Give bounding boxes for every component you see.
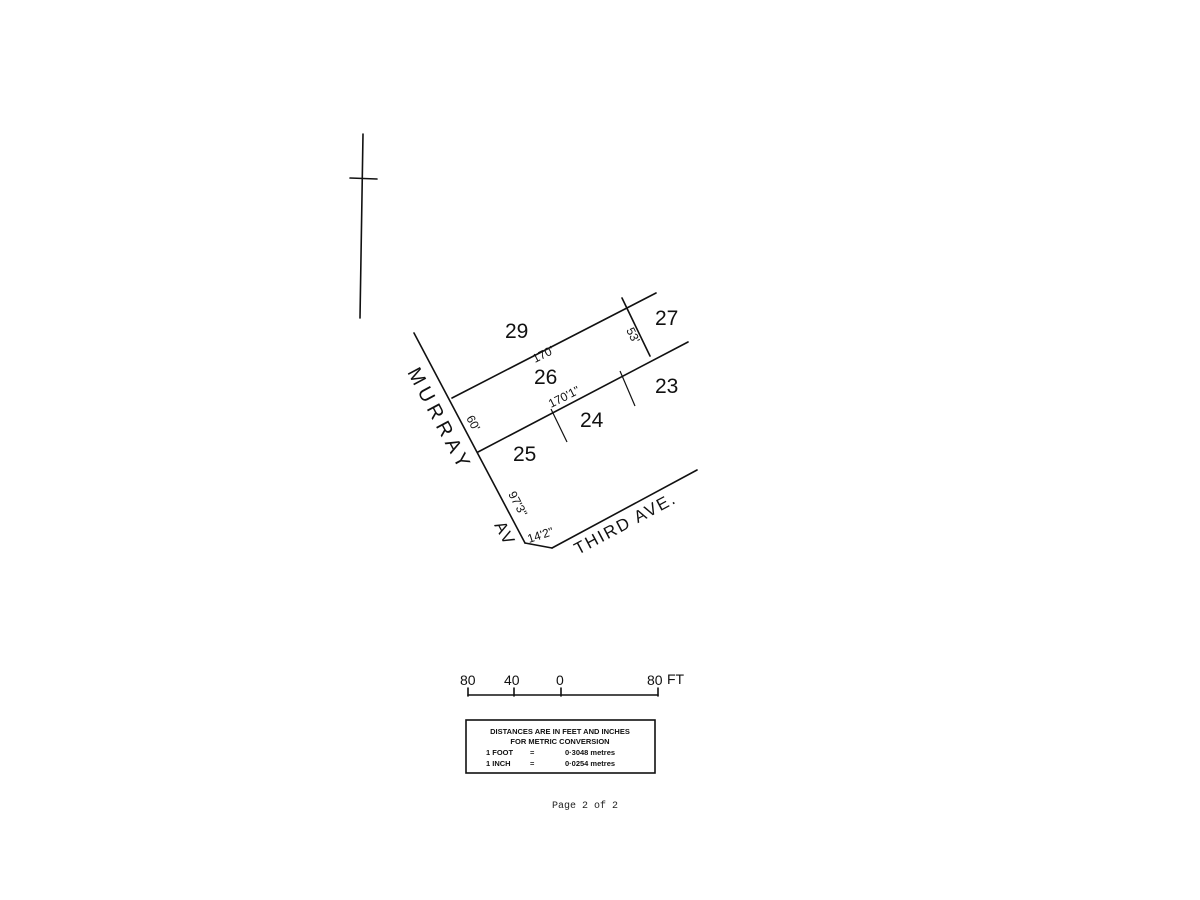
north-arrow-icon [349, 133, 378, 319]
conversion-foot-equals: = [530, 748, 535, 757]
lot-25-24-divider [550, 408, 568, 443]
lot-number-23: 23 [655, 375, 678, 398]
lot-24-23-divider [619, 370, 636, 407]
conversion-inch-label: 1 INCH [486, 759, 511, 768]
third-avenue-road-line [551, 469, 698, 549]
conversion-foot-label: 1 FOOT [486, 748, 514, 757]
lot-26-east-boundary [621, 297, 651, 357]
dimension-third-ave-frontage: 14'2" [526, 524, 556, 546]
lot-number-26: 26 [534, 366, 557, 389]
page-number: Page 2 of 2 [552, 800, 618, 812]
parcel-boundaries [413, 292, 698, 549]
conversion-heading-2: FOR METRIC CONVERSION [510, 737, 609, 746]
lot-26-north-boundary [451, 292, 657, 399]
metric-conversion-box: DISTANCES ARE IN FEET AND INCHES FOR MET… [465, 719, 656, 774]
conversion-inch-equals: = [530, 759, 535, 768]
lot-number-27: 27 [655, 307, 678, 330]
conversion-heading-1: DISTANCES ARE IN FEET AND INCHES [490, 727, 630, 736]
murray-avenue-frontage [413, 332, 526, 544]
scale-tick-0: 0 [556, 672, 564, 688]
dimension-east-side: 53' [623, 325, 642, 345]
dimension-west-frontage: 60' [463, 413, 483, 433]
scale-unit: FT [667, 671, 685, 687]
scale-bar: 80 40 0 80 FT [460, 671, 685, 697]
conversion-inch-value: 0·0254 metres [565, 759, 615, 768]
lot-number-29: 29 [505, 320, 528, 343]
scale-tick-40: 40 [504, 672, 520, 688]
scale-tick-80-left: 80 [460, 672, 476, 688]
scale-tick-80-right: 80 [647, 672, 663, 688]
lot-number-25: 25 [513, 443, 536, 466]
lot-number-24: 24 [580, 409, 604, 432]
conversion-foot-value: 0·3048 metres [565, 748, 615, 757]
street-name-third-ave: THIRD AVE. [571, 489, 680, 559]
third-avenue-frontage [524, 542, 553, 549]
lot-26-south-boundary [477, 341, 689, 453]
